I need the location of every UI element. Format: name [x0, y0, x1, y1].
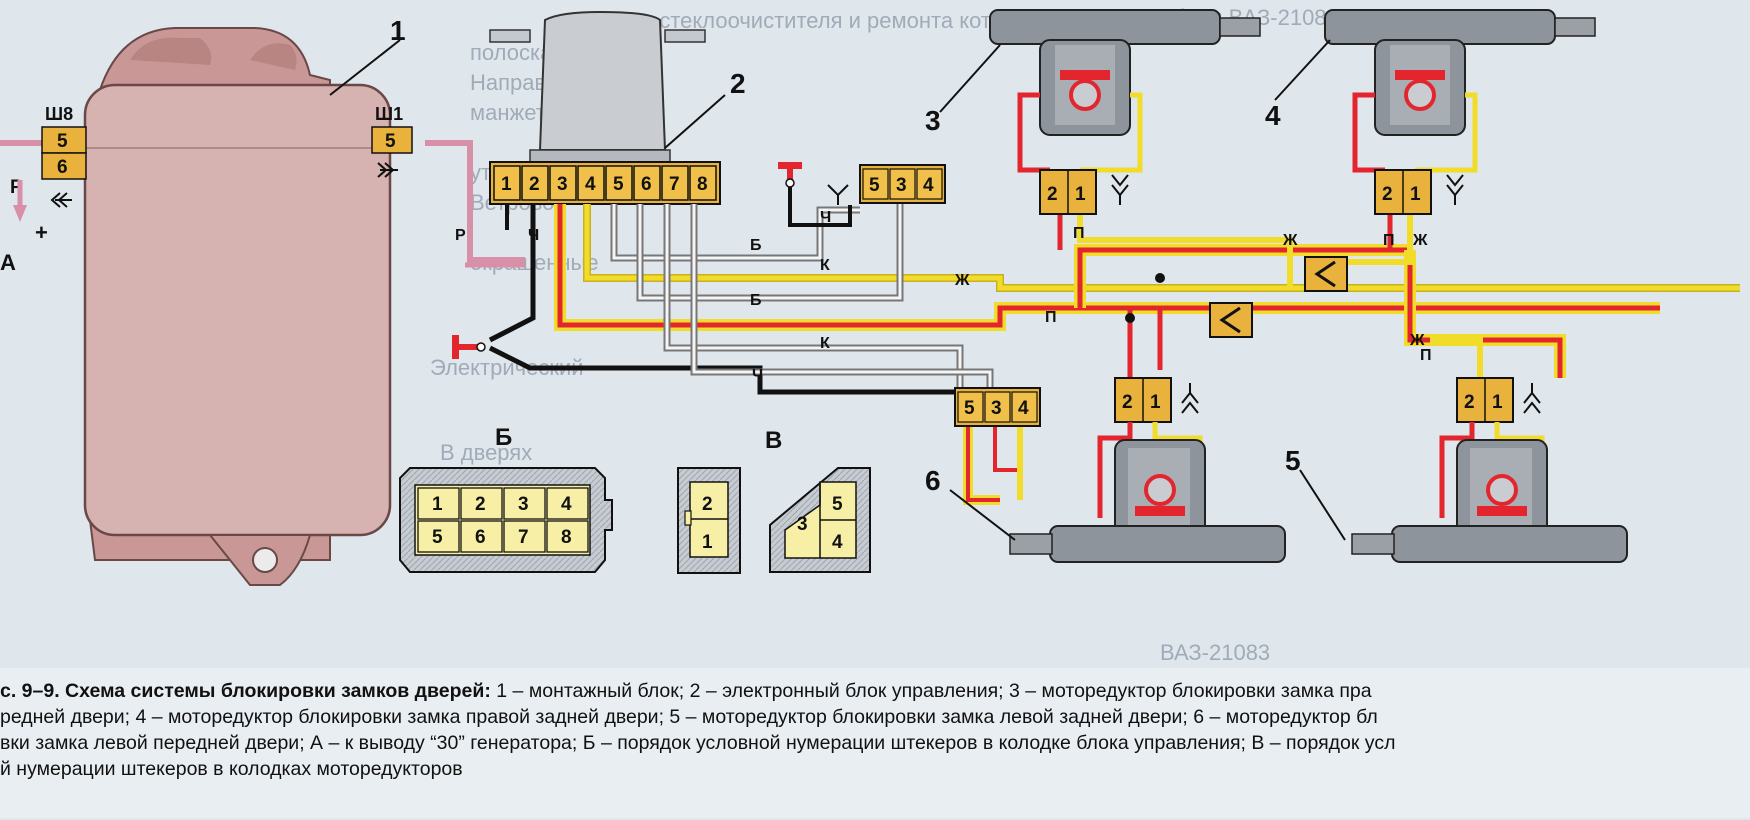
bg-text-line: ВАЗ-21083 [1160, 640, 1271, 665]
wire-label: К [820, 257, 830, 274]
block-b-pin: 8 [561, 527, 572, 548]
wire-label: Ч [820, 209, 831, 226]
block-v-left: 2 1 [677, 467, 741, 574]
bg-text-line: полоска [470, 40, 553, 65]
connector-pin: 5 [869, 175, 880, 196]
sh1-label: Ш1 [375, 104, 403, 124]
wire-label: К [820, 335, 830, 352]
motor-pin: 2 [1464, 392, 1475, 413]
figure-caption: с. 9–9. Схема системы блокировки замков … [0, 668, 1750, 818]
block-b-pin: 1 [432, 494, 443, 515]
wire-label: П [1420, 347, 1432, 364]
sh1-pin: 5 [385, 131, 396, 152]
diode-block [1304, 256, 1348, 292]
plus-label: + [35, 220, 48, 245]
motor-pin: 1 [1150, 392, 1161, 413]
wire-label: Ж [1282, 232, 1298, 249]
connector-pin: 5 [964, 398, 975, 419]
connector-pin: 4 [1018, 398, 1029, 419]
label-2: 2 [730, 68, 746, 99]
wire-label: П [1045, 309, 1057, 326]
wire-label: П [1073, 225, 1085, 242]
sh8-pin: 5 [57, 131, 68, 152]
wire-label: Б [750, 292, 762, 309]
ground-symbol [778, 162, 802, 188]
mounting-block [0, 27, 525, 586]
caption-line-4: й нумерации штекеров в колодках мотореду… [0, 758, 463, 780]
control-unit-pin: 6 [641, 174, 652, 195]
motor-pin: 1 [1492, 392, 1503, 413]
control-unit-pin: 1 [501, 174, 512, 195]
control-unit-pin: 2 [529, 174, 540, 195]
label-3: 3 [925, 105, 941, 136]
block-v-pin: 2 [702, 494, 713, 515]
motor-pin: 1 [1410, 184, 1421, 205]
caption-title: с. 9–9. Схема системы блокировки замков … [0, 680, 491, 702]
caption-line-2: редней двери; 4 – моторедуктор блокировк… [0, 706, 1378, 728]
block-v-pin: 1 [702, 532, 713, 553]
bg-text-line: В дверях [440, 440, 533, 465]
control-unit-pin: 7 [669, 174, 680, 195]
block-b-pin: 2 [475, 494, 486, 515]
block-b-pin: 6 [475, 527, 486, 548]
label-5: 5 [1285, 445, 1301, 476]
motor-pin: 1 [1075, 184, 1086, 205]
control-unit-pin: 3 [557, 174, 568, 195]
sh8-label: Ш8 [45, 104, 73, 124]
sh1-connector: 5 [371, 126, 413, 154]
wire-label: Р [455, 227, 466, 244]
label-4: 4 [1265, 100, 1281, 131]
motor-pin: 2 [1047, 184, 1058, 205]
label-1: 1 [390, 15, 406, 46]
wire-label: Ж [1412, 232, 1428, 249]
connector-pin: 3 [896, 175, 907, 196]
block-v-pin: 5 [832, 494, 843, 515]
wire-label: Ч [752, 367, 763, 384]
leader-line [329, 39, 401, 96]
block-b [399, 467, 613, 573]
sh8-connector: 5 6 [41, 126, 87, 180]
label-b: Б [495, 424, 512, 451]
wire-label: Ж [954, 272, 970, 289]
caption-text: 1 – монтажный блок; 2 – электронный блок… [490, 680, 1372, 702]
diode-block [1209, 302, 1253, 338]
wire-label: П [1383, 232, 1395, 249]
wire-label: Ж [1409, 332, 1425, 349]
caption-line-3: вки замка левой передней двери; А – к вы… [0, 732, 1396, 754]
block-v-pin: 4 [832, 532, 843, 553]
wire-label: Ч [528, 227, 539, 244]
motor-pin: 2 [1122, 392, 1133, 413]
block-b-pin: 5 [432, 527, 443, 548]
label-6: 6 [925, 465, 941, 496]
block-b-pin: 4 [561, 494, 572, 515]
block-v-right: 5 3 4 [769, 467, 871, 573]
connector-pin: 3 [991, 398, 1002, 419]
block-v-pin: 3 [797, 514, 808, 535]
caption-line-1: с. 9–9. Схема системы блокировки замков … [0, 680, 1372, 703]
motor-pin: 2 [1382, 184, 1393, 205]
label-a: А [0, 250, 16, 275]
block-b-pin: 3 [518, 494, 529, 515]
wire-label: Б [750, 237, 762, 254]
sh8-pin: 6 [57, 157, 68, 178]
block-b-pin: 7 [518, 527, 529, 548]
label-v: В [765, 427, 782, 454]
control-unit-pin: 4 [585, 174, 596, 195]
connector-pin: 4 [923, 175, 934, 196]
control-unit-pin: 8 [697, 174, 708, 195]
ground-symbol [452, 335, 486, 359]
control-unit-pin: 5 [613, 174, 624, 195]
